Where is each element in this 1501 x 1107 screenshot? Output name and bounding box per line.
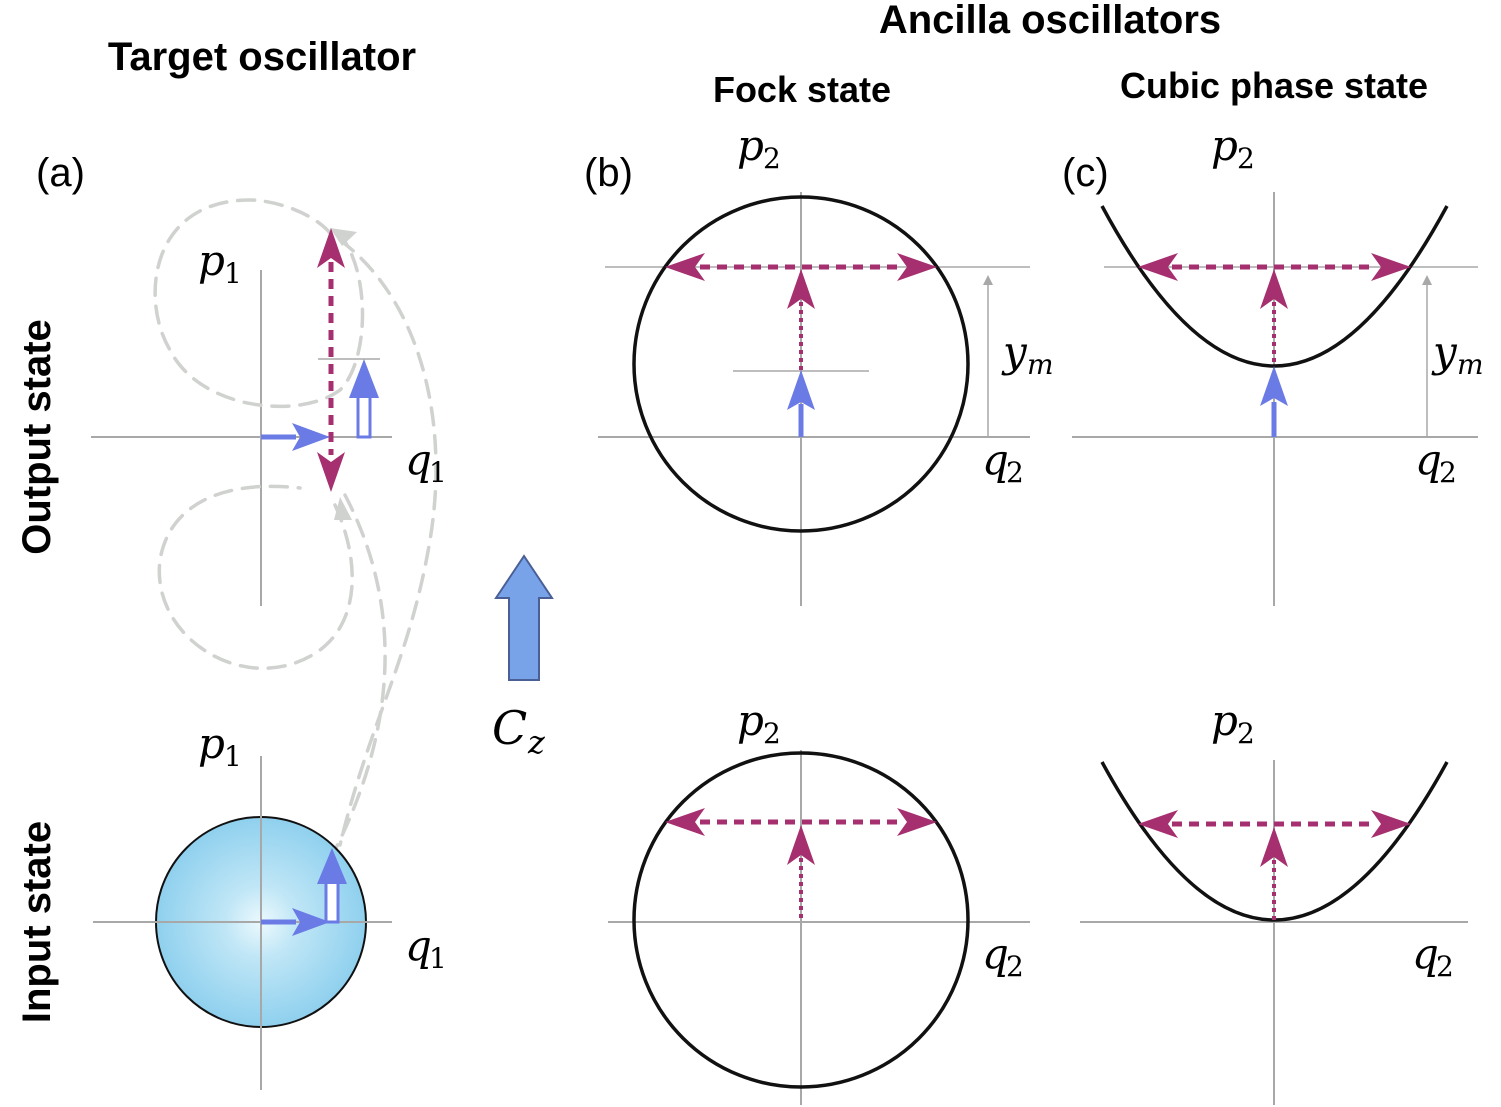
axis-label-q2-cubic-output: q	[1415, 435, 1442, 484]
panel-b-output: p 2 q 2 y m	[598, 121, 1054, 606]
axis-subscript-p2-fock-output: 2	[763, 142, 781, 175]
panel-a-input: p 1 q 1	[93, 719, 447, 1090]
axis-label-p2-cubic-output: p	[1211, 121, 1238, 170]
axis-label-q1-input: q	[405, 921, 432, 970]
panel-b-input: p 2 q 2	[608, 696, 1030, 1105]
axis-subscript-q2-cubic-input: 2	[1436, 950, 1454, 983]
row-label-input-state: Input state	[15, 821, 59, 1023]
axis-label-q2-fock-input: q	[982, 929, 1009, 978]
y-m-subscript-cubic: m	[1457, 348, 1484, 381]
header-target-oscillator: Target oscillator	[108, 35, 416, 79]
axis-subscript-q1-input: 1	[429, 942, 447, 975]
axis-subscript-q1-output: 1	[429, 456, 447, 489]
panel-label-c: (c)	[1062, 151, 1109, 195]
panel-c-input: p 2 q 2	[1080, 696, 1468, 1105]
y-m-subscript-fock: m	[1027, 348, 1054, 381]
axis-subscript-p1-output: 1	[224, 257, 242, 290]
header-cubic-phase-state: Cubic phase state	[1120, 65, 1428, 106]
axis-label-q2-fock-output: q	[982, 435, 1009, 484]
axis-label-p1-output: p	[198, 236, 225, 285]
axis-label-q2-cubic-input: q	[1412, 929, 1439, 978]
panel-c-output: p 2 q 2 y m	[1072, 121, 1484, 606]
y-m-label-cubic: y	[1431, 327, 1458, 376]
axis-subscript-p1-input: 1	[224, 740, 242, 773]
axis-subscript-q2-cubic-output: 2	[1439, 456, 1457, 489]
axis-subscript-p2-cubic-output: 2	[1237, 142, 1255, 175]
axis-subscript-p2-cubic-input: 2	[1237, 717, 1255, 750]
axis-label-p2-fock-output: p	[737, 121, 764, 170]
axis-label-p1-input: p	[198, 719, 225, 768]
cz-gate-label: C	[492, 701, 527, 755]
axis-label-p2-fock-input: p	[737, 696, 764, 745]
y-m-label-fock: y	[1001, 327, 1028, 376]
panel-label-b: (b)	[584, 151, 633, 195]
header-ancilla-oscillators: Ancilla oscillators	[879, 0, 1221, 42]
axis-subscript-q2-fock-input: 2	[1006, 950, 1024, 983]
cz-gate: C z	[492, 554, 554, 761]
panel-label-a: (a)	[36, 151, 85, 195]
axis-subscript-q2-fock-output: 2	[1006, 456, 1024, 489]
cz-gate-arrow-icon	[494, 554, 554, 681]
header-fock-state: Fock state	[713, 69, 891, 110]
cz-gate-subscript: z	[527, 723, 546, 761]
panel-a-output: p 1 q 1	[91, 198, 447, 852]
axis-label-p2-cubic-input: p	[1211, 696, 1238, 745]
axis-label-q1-output: q	[405, 435, 432, 484]
axis-subscript-p2-fock-input: 2	[763, 717, 781, 750]
row-label-output-state: Output state	[15, 319, 59, 555]
